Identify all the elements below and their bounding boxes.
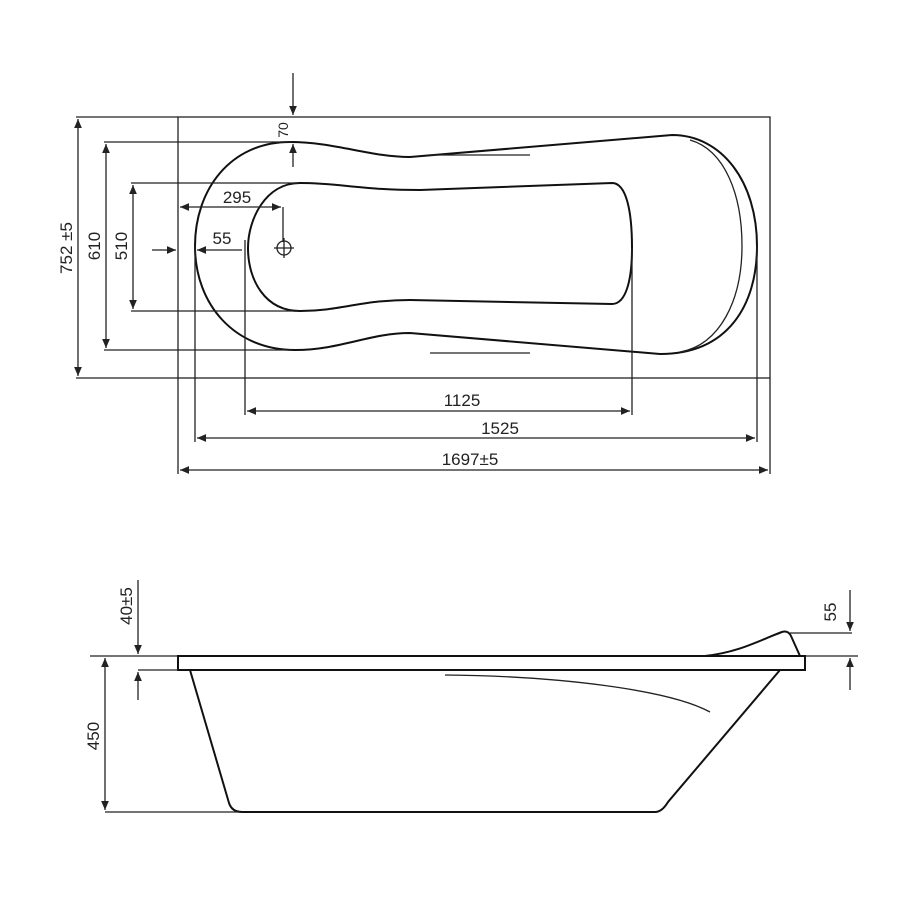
dim-label-height: 450 <box>84 722 103 750</box>
tub-rim-side <box>177 655 806 671</box>
dim-label-drain-offset: 295 <box>223 188 251 207</box>
tub-body-side <box>189 669 781 813</box>
drain-icon <box>274 238 294 258</box>
dim-label-rim-length: 1525 <box>481 419 519 438</box>
tub-bowl-outline <box>246 181 634 313</box>
top-view: 752 ±5 610 510 70 295 55 1125 1525 1697±… <box>57 73 771 474</box>
dim-label-inner-width: 510 <box>112 232 131 260</box>
dim-label-inner-length: 1125 <box>444 391 481 410</box>
side-view: 40±5 450 55 <box>84 580 858 813</box>
dim-label-rim-thickness: 40±5 <box>117 587 136 625</box>
dim-label-overall-width: 752 ±5 <box>57 222 76 274</box>
extension-lines <box>76 116 771 474</box>
headrest-side <box>704 630 801 657</box>
dim-label-edge-offset: 55 <box>213 229 232 248</box>
tub-rim-outline <box>193 133 759 356</box>
dim-label-rim-offset: 70 <box>275 122 291 138</box>
tub-rim-inner-edge <box>679 139 743 353</box>
dim-label-rim-width: 610 <box>85 232 104 260</box>
tub-outer-rim <box>177 116 771 379</box>
dim-label-overall-length: 1697±5 <box>442 450 499 469</box>
dim-label-headrest: 55 <box>821 603 840 622</box>
backrest-curve <box>444 674 711 713</box>
